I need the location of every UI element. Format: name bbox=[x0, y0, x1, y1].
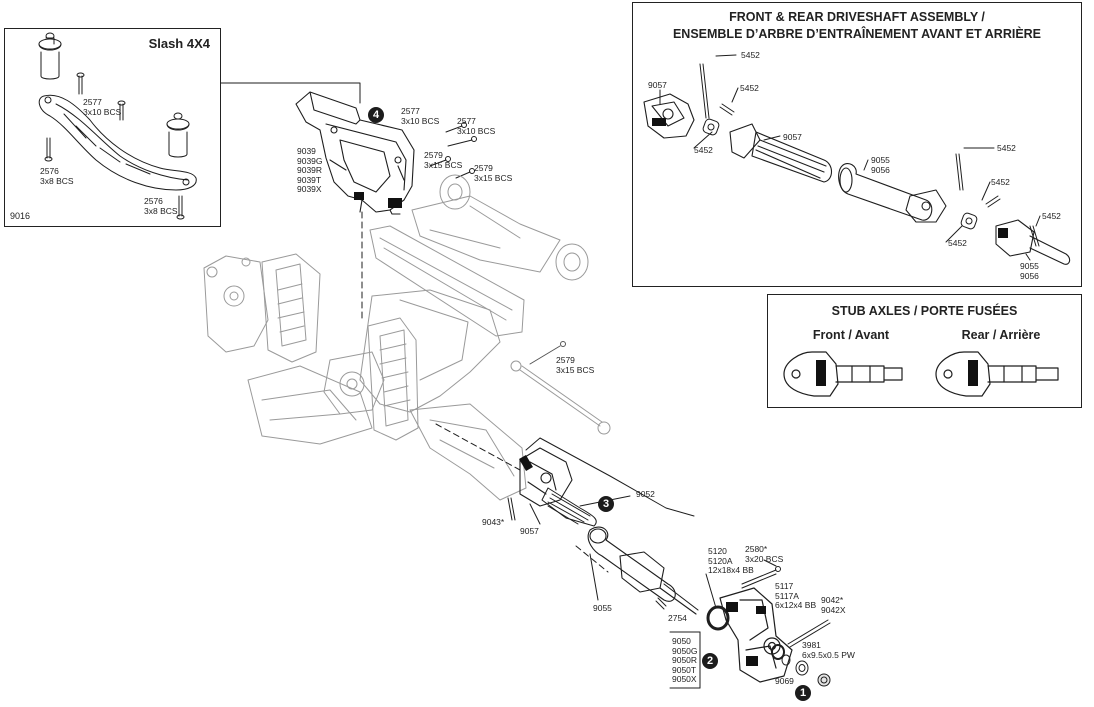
label-2577-a: 2577 3x10 BCS bbox=[401, 106, 440, 126]
label-bulkhead-9039: 9039 9039G 9039R 9039T 9039X bbox=[297, 146, 323, 194]
ds-pin-left-a bbox=[699, 63, 710, 119]
front-bulkhead bbox=[295, 91, 415, 215]
ds-yoke-right bbox=[905, 189, 947, 223]
label-2579-a: 2579 3x15 BCS bbox=[424, 150, 463, 170]
driveshaft-title-line2: ENSEMBLE D’ARBRE D’ENTRAÎNEMENT AVANT ET… bbox=[672, 27, 1042, 41]
ds-pin-right-b bbox=[985, 195, 1001, 208]
label-9042: 9042* 9042X bbox=[821, 595, 846, 615]
leader-9055 bbox=[589, 553, 599, 601]
washer-3981 bbox=[781, 654, 791, 666]
label-5452-f: 5452 bbox=[1042, 211, 1061, 221]
bearing-5117 bbox=[771, 644, 785, 660]
driveshaft-dash-guide bbox=[435, 423, 521, 471]
label-9055-main: 9055 bbox=[593, 603, 612, 613]
chassis-light bbox=[203, 174, 611, 501]
stub-front-label: Front / Avant bbox=[812, 328, 890, 342]
label-9057-left: 9057 bbox=[648, 80, 667, 90]
label-3981: 3981 6x9.5x0.5 PW bbox=[802, 640, 855, 660]
slash-inset-title: Slash 4X4 bbox=[148, 36, 210, 51]
ds-yoke-left bbox=[643, 93, 695, 139]
stub-axles-title: STUB AXLES / PORTE FUSÉES bbox=[831, 304, 1018, 318]
driveshaft-title-line1: FRONT & REAR DRIVESHAFT ASSEMBLY / bbox=[729, 10, 985, 24]
label-9052: 9052 bbox=[636, 489, 655, 499]
step-badge-3: 3 bbox=[598, 496, 614, 512]
main-pin-2754 bbox=[655, 597, 667, 610]
main-axle-yoke bbox=[619, 551, 699, 615]
bearing-5120 bbox=[706, 605, 730, 631]
main-pin-9043 bbox=[507, 497, 516, 521]
bulkhead-screws bbox=[429, 122, 477, 179]
main-driveshaft-spline bbox=[541, 487, 597, 527]
slash-inset-part-number: 9016 bbox=[10, 211, 31, 221]
label-9057-shaft: 9057 bbox=[783, 132, 802, 142]
leader-2580 bbox=[763, 559, 777, 567]
leader-9057 bbox=[529, 503, 541, 525]
stub-axle-front bbox=[783, 351, 903, 397]
label-2579-b: 2579 3x15 BCS bbox=[474, 163, 513, 183]
inset-leader-line bbox=[220, 82, 361, 104]
label-2754: 2754 bbox=[668, 613, 687, 623]
label-9069: 9069 bbox=[775, 676, 794, 686]
ds-tube bbox=[838, 163, 933, 221]
nut-9069 bbox=[795, 660, 809, 676]
label-5452-c: 5452 bbox=[694, 145, 713, 155]
body-post-right bbox=[166, 112, 190, 158]
ds-axle-right bbox=[995, 219, 1071, 265]
carrier-screw-2580 bbox=[741, 566, 781, 589]
slash-screw-bottom-size: 3x8 BCS bbox=[144, 206, 178, 216]
label-5120: 5120 5120A 12x18x4 BB bbox=[708, 546, 754, 575]
main-driveshaft-yoke bbox=[519, 447, 573, 507]
ds-pin-left-b bbox=[719, 103, 735, 116]
label-5452-e: 5452 bbox=[991, 177, 1010, 187]
leader-5120 bbox=[705, 573, 717, 609]
label-5452-b: 5452 bbox=[740, 83, 759, 93]
turnbuckle-screw bbox=[529, 341, 566, 365]
label-5117: 5117 5117A 6x12x4 BB bbox=[775, 581, 817, 610]
body-post-left bbox=[38, 32, 62, 80]
nut-step1 bbox=[817, 673, 831, 687]
carrier-pin-9042 bbox=[787, 619, 831, 648]
step-badge-1: 1 bbox=[795, 685, 811, 701]
slash-screw-top-part: 2577 bbox=[83, 97, 102, 107]
label-9055-9056-axle: 9055 9056 bbox=[1020, 261, 1039, 281]
ds-cross-left bbox=[702, 118, 720, 136]
body-mount-bracket bbox=[38, 94, 197, 191]
label-5452-d: 5452 bbox=[997, 143, 1016, 153]
ds-cross-right bbox=[960, 212, 978, 230]
ds-leaders bbox=[659, 54, 1041, 261]
slash-screw-bottom-part: 2576 bbox=[144, 196, 163, 206]
label-9057-main: 9057 bbox=[520, 526, 539, 536]
label-2577-b: 2577 3x10 BCS bbox=[457, 116, 496, 136]
label-9043: 9043* bbox=[482, 517, 505, 527]
driveshaft-leader bbox=[525, 437, 695, 517]
ds-pin-right-c bbox=[1029, 225, 1040, 247]
driveshaft-assembly-panel: FRONT & REAR DRIVESHAFT ASSEMBLY / ENSEM… bbox=[632, 2, 1082, 287]
ds-pin-right-a bbox=[955, 153, 964, 191]
slash-screw-left-part: 2576 bbox=[40, 166, 59, 176]
label-5452-a: 5452 bbox=[741, 50, 760, 60]
main-driveshaft-tube bbox=[587, 526, 676, 602]
step-badge-2: 2 bbox=[702, 653, 718, 669]
slash-screw-left-size: 3x8 BCS bbox=[40, 176, 74, 186]
steering-carrier bbox=[719, 587, 793, 683]
label-9050: 9050 9050G 9050R 9050T 9050X bbox=[672, 636, 698, 684]
ds-shaft-yoke bbox=[729, 123, 833, 183]
stub-axles-panel: STUB AXLES / PORTE FUSÉES Front / Avant … bbox=[767, 294, 1082, 408]
label-2579-c: 2579 3x15 BCS bbox=[556, 355, 595, 375]
stub-rear-label: Rear / Arrière bbox=[961, 328, 1041, 342]
axle-dash-guide bbox=[575, 545, 609, 573]
label-2580: 2580* 3x20 BCS bbox=[745, 544, 784, 564]
screw-pins-inset bbox=[44, 72, 185, 220]
step-badge-4: 4 bbox=[368, 107, 384, 123]
label-9055-9056-mid: 9055 9056 bbox=[871, 155, 890, 175]
label-5452-g: 5452 bbox=[948, 238, 967, 248]
stub-axle-rear bbox=[935, 351, 1059, 397]
slash-screw-top-size: 3x10 BCS bbox=[83, 107, 122, 117]
